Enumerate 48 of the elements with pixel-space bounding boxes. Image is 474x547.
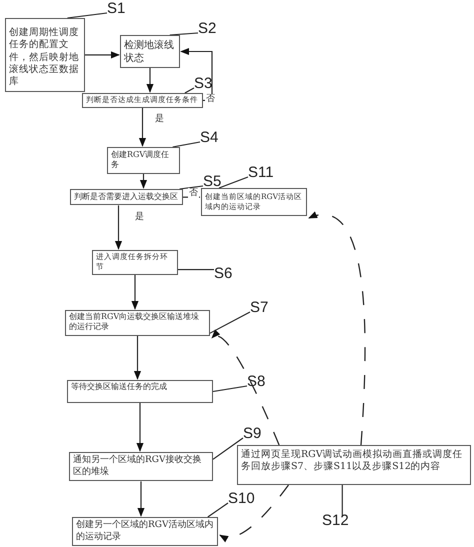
dashed-arrow — [219, 484, 289, 542]
arrow — [138, 108, 146, 147]
process-box: 创建RGV调度任务 — [107, 147, 180, 174]
leader-line — [218, 176, 248, 189]
arrow — [114, 205, 122, 250]
arrow — [131, 274, 139, 310]
step-label: S4 — [200, 130, 218, 145]
process-box: 判断是否需要进入运载交换区 — [70, 189, 183, 206]
process-box: 通知另一个区域的RGV接收交换区的堆垛 — [69, 452, 213, 482]
process-box: 等待交换区输送任务的完成 — [67, 380, 213, 403]
edge-label: 否 — [188, 188, 199, 199]
step-label: S8 — [247, 374, 266, 389]
leader-line — [172, 141, 200, 148]
step-label: S9 — [243, 426, 262, 441]
process-box: 通过网页呈现RGV调试动画模拟动画直播或调度任务回放步骤S7、步骤S11以及步骤S12的内容 — [237, 445, 471, 485]
process-box: 创建另一个区域的RGV活动区域内的运动记录 — [72, 517, 218, 546]
leader-line — [212, 438, 244, 460]
leader-line — [180, 185, 204, 190]
step-label: S3 — [194, 76, 212, 91]
arrow — [140, 174, 148, 189]
process-box: 检测地滚线状态 — [120, 35, 180, 68]
leader-line — [207, 502, 228, 518]
leader-line — [67, 12, 108, 19]
leader-line — [212, 385, 248, 392]
arrow — [146, 68, 154, 93]
step-label: S10 — [228, 491, 255, 506]
leader-line — [210, 312, 250, 334]
edge-label: 是 — [154, 114, 165, 125]
step-label: S2 — [198, 21, 216, 36]
arrow — [180, 48, 213, 101]
process-box: 创建当前RGV向运载交换区输送堆垛的运行记录 — [65, 310, 210, 336]
arrow — [85, 51, 120, 58]
step-label: S1 — [107, 1, 126, 16]
process-box: 创建周期性调度任务的配置文件，然后映射地滚线状态至数据库 — [5, 18, 85, 92]
step-label: S7 — [250, 300, 268, 315]
step-label: S6 — [214, 266, 232, 281]
arrow — [136, 403, 144, 452]
step-label: S12 — [322, 513, 349, 528]
step-label: S11 — [248, 165, 274, 180]
step-label: S5 — [203, 174, 222, 189]
edge-label: 是 — [134, 212, 145, 223]
leader-line — [342, 485, 343, 516]
leader-line — [170, 32, 198, 36]
leader-line — [184, 88, 194, 94]
arrow — [134, 336, 142, 380]
arrow — [137, 481, 145, 517]
leader-line — [178, 269, 214, 270]
edge-label: 否 — [205, 94, 216, 105]
